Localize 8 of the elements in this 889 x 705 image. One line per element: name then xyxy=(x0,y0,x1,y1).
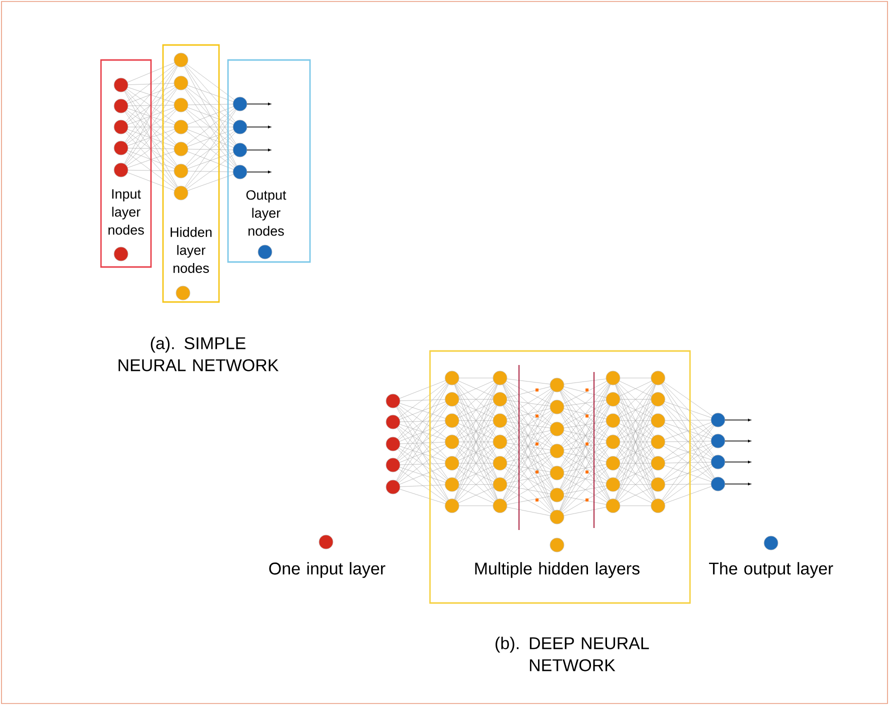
layer-box: Input layer nodes xyxy=(100,59,152,268)
caption-text: One input layer xyxy=(269,562,386,578)
layer-box: Hidden layer nodes xyxy=(162,44,220,303)
layer-box: Output layer nodes xyxy=(227,59,311,263)
caption-text: (b). DEEP NEURAL NETWORK xyxy=(496,636,649,672)
layer-box: Multiple hidden layers xyxy=(429,350,691,604)
caption-text: (a). SIMPLE NEURAL NETWORK xyxy=(118,336,279,372)
caption-text: The output layer xyxy=(709,562,834,578)
